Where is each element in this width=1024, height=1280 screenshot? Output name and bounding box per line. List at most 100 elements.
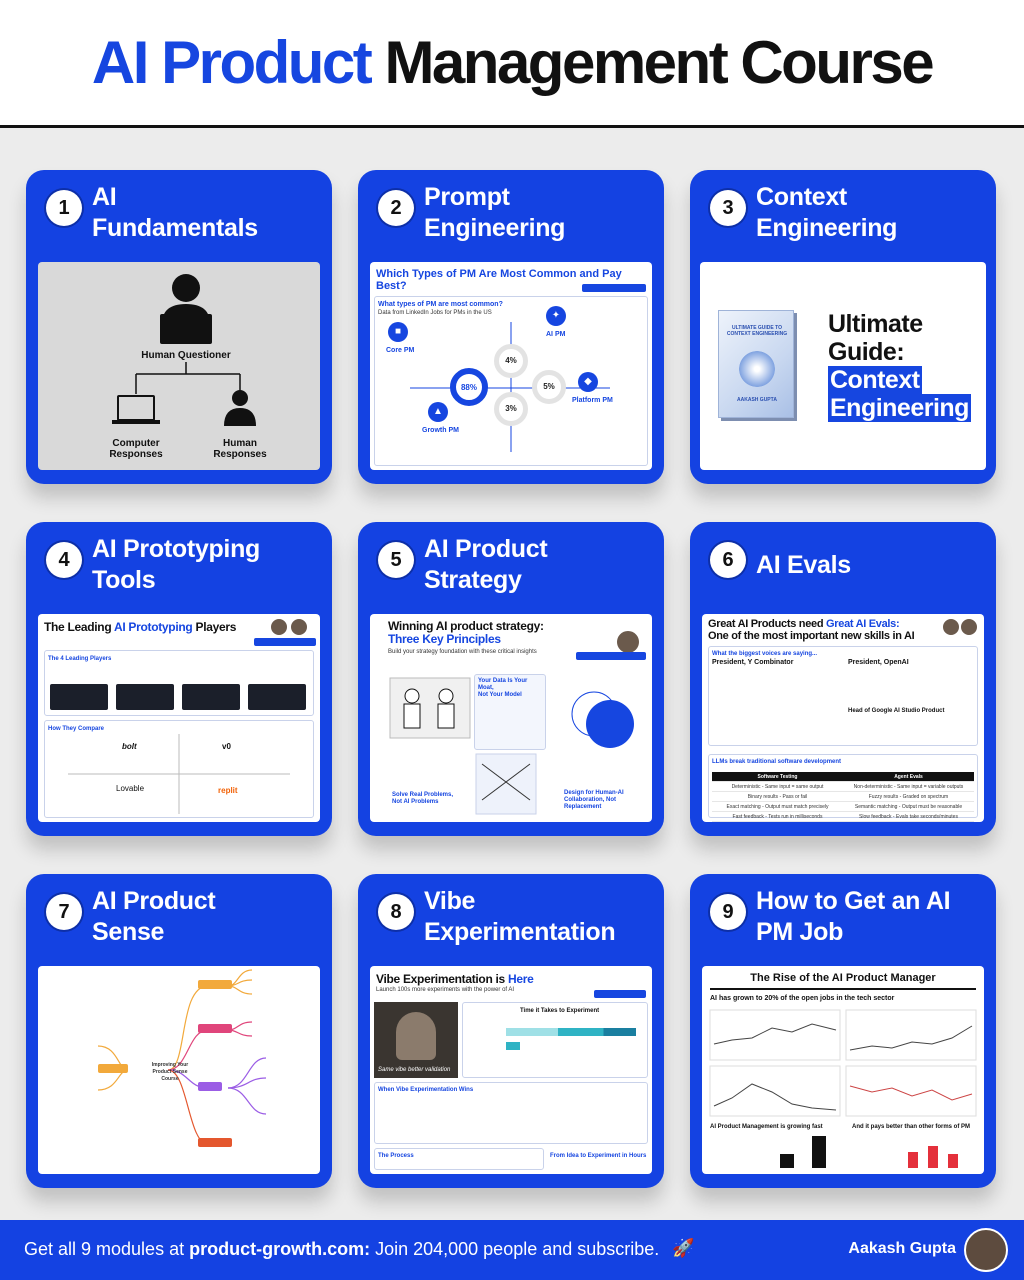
page-header: AI Product Management Course xyxy=(0,0,1024,128)
module-title-line: Engineering xyxy=(756,214,898,242)
module-title-line: Fundamentals xyxy=(92,214,258,242)
bolt-logo: bolt xyxy=(122,742,137,751)
module-card-1[interactable]: 1 AI Fundamentals Human Questioner Compu… xyxy=(26,170,332,484)
source-text: Data from LinkedIn Jobs for PMs in the U… xyxy=(378,310,492,316)
module-card-4[interactable]: 4 AI Prototyping Tools The Leading AI Pr… xyxy=(26,522,332,836)
mindmap-node xyxy=(198,980,232,989)
table-header-cell: Agent Evals xyxy=(843,772,974,781)
divider xyxy=(710,988,976,990)
module-card-header: 4 AI Prototyping Tools xyxy=(26,522,332,612)
guide-headline: Ultimate Guide: Context Engineering xyxy=(828,310,971,422)
guide-line-highlight: Engineering xyxy=(828,394,971,422)
comparison-table: Software Testing Agent Evals Determinist… xyxy=(712,772,974,822)
module-card-7[interactable]: 7 AI Product Sense xyxy=(26,874,332,1188)
module-title: AI Evals xyxy=(756,550,986,581)
module-card-3[interactable]: 3 Context Engineering ULTIMATE GUIDE TO … xyxy=(690,170,996,484)
module-title-line: Tools xyxy=(92,566,156,594)
principle-3: Design for Human-AI Collaboration, Not R… xyxy=(564,790,624,810)
stat-ring: 5% xyxy=(532,370,566,404)
thumb-title-part: Here xyxy=(507,972,534,986)
module-card-8[interactable]: 8 Vibe Experimentation Vibe Experimentat… xyxy=(358,874,664,1188)
v0-logo: v0 xyxy=(222,742,231,751)
module-title-line: Prompt xyxy=(424,183,510,211)
table-row: Deterministic - Same input = same output… xyxy=(712,782,974,792)
module-card-6[interactable]: 6 AI Evals Great AI Products need Great … xyxy=(690,522,996,836)
process-panel xyxy=(374,1148,544,1170)
module-card-9[interactable]: 9 How to Get an AI PM Job The Rise of th… xyxy=(690,874,996,1188)
module-title: Prompt Engineering xyxy=(424,182,654,244)
mindmap-node xyxy=(198,1082,222,1091)
module-number-badge: 8 xyxy=(378,894,414,930)
stat-ring-main: 88% xyxy=(450,368,488,406)
thumb-title: The Rise of the AI Product Manager xyxy=(750,972,936,984)
avatar xyxy=(942,618,960,636)
module-title: AI Product Sense xyxy=(92,886,322,948)
module-card-header: 9 How to Get an AI PM Job xyxy=(690,874,996,964)
principle-card xyxy=(474,674,546,750)
diagram-label-left: Computer Responses xyxy=(109,438,163,460)
section-label: How They Compare xyxy=(48,726,105,732)
guide-line: Ultimate xyxy=(828,310,923,338)
table-cell: Exact matching - Output must match preci… xyxy=(726,804,829,810)
thumb-title-part: The Leading xyxy=(44,620,112,634)
book-author: AAKASH GUPTA xyxy=(737,397,777,403)
module-thumbnail: Winning AI product strategy: Three Key P… xyxy=(370,614,652,822)
module-title: Vibe Experimentation xyxy=(424,886,654,948)
platform-pm-icon: ◆ xyxy=(578,372,598,392)
thumb-title-part: Vibe Experimentation is xyxy=(376,972,505,986)
section-label: The Process xyxy=(378,1153,414,1159)
thumb-subtitle: Build your strategy foundation with thes… xyxy=(388,649,537,655)
section-label: The 4 Leading Players xyxy=(48,656,112,662)
page-title-rest: Management Course xyxy=(384,29,934,96)
avatar xyxy=(960,618,978,636)
module-card-2[interactable]: 2 Prompt Engineering Which Types of PM A… xyxy=(358,170,664,484)
module-title-line: Vibe xyxy=(424,887,476,915)
table-title: LLMs break traditional software developm… xyxy=(712,759,842,765)
chart-title: Time it Takes to Experiment xyxy=(520,1008,600,1014)
chart-bar xyxy=(506,1028,636,1036)
module-title-line: How to Get an AI xyxy=(756,887,951,915)
mindmap-node xyxy=(98,1064,128,1073)
growth-pm-icon: ▲ xyxy=(428,402,448,422)
human-icon xyxy=(232,390,248,406)
module-card-5[interactable]: 5 AI Product Strategy Winning AI product… xyxy=(358,522,664,836)
table-cell: Slow feedback - Evals take seconds/minut… xyxy=(859,814,958,820)
table-row: Fast feedback - Tests run in millisecond… xyxy=(712,812,974,822)
module-title: AI Product Strategy xyxy=(424,534,654,596)
module-number-badge: 1 xyxy=(46,190,82,226)
video-caption: Same vibe better validation xyxy=(378,1067,451,1073)
table-cell: Fast feedback - Tests run in millisecond… xyxy=(732,814,823,820)
chart-panel xyxy=(462,1002,648,1078)
screenshot xyxy=(248,684,306,710)
replit-logo: replit xyxy=(218,786,238,795)
module-thumbnail: Human Questioner Computer Responses Huma… xyxy=(38,262,320,470)
voice-person: President, OpenAI xyxy=(848,659,909,666)
core-pm-label: Core PM xyxy=(386,347,415,354)
module-card-header: 6 AI Evals xyxy=(690,522,996,612)
site-link[interactable]: product-growth.com: xyxy=(189,1239,371,1259)
footer-banner: Get all 9 modules at product-growth.com:… xyxy=(0,1220,1024,1280)
table-header-cell: Software Testing xyxy=(712,772,843,781)
author-avatar xyxy=(964,1228,1008,1272)
thumb-title: Which Types of PM Are Most Common and Pa… xyxy=(376,268,622,292)
module-thumbnail: Which Types of PM Are Most Common and Pa… xyxy=(370,262,652,470)
module-number-badge: 3 xyxy=(710,190,746,226)
subscribe-cta[interactable]: Get all 9 modules at product-growth.com:… xyxy=(24,1239,659,1260)
module-title-line: Context xyxy=(756,183,847,211)
ai-pm-icon: ✦ xyxy=(546,306,566,326)
table-cell: Fuzzy results - Graded on spectrum xyxy=(868,794,949,800)
module-title: AI Fundamentals xyxy=(92,182,322,244)
table-cell: Semantic matching - Output must be reaso… xyxy=(854,804,963,810)
growth-pm-label: Growth PM xyxy=(422,427,459,434)
module-number-badge: 2 xyxy=(378,190,414,226)
person-figure xyxy=(396,1012,436,1060)
screenshot xyxy=(182,684,240,710)
section-label: When Vibe Experimentation Wins xyxy=(378,1087,474,1093)
table-cell: Binary results - Pass or fail xyxy=(747,794,808,800)
guide-line: Guide: xyxy=(828,338,905,366)
thumb-title: Great AI Products need Great AI Evals: O… xyxy=(708,618,915,642)
module-title: How to Get an AI PM Job xyxy=(756,886,986,948)
connector-lines xyxy=(410,322,610,452)
laptop-icon xyxy=(160,314,212,344)
thumb-title: Winning AI product strategy: Three Key P… xyxy=(388,620,544,646)
